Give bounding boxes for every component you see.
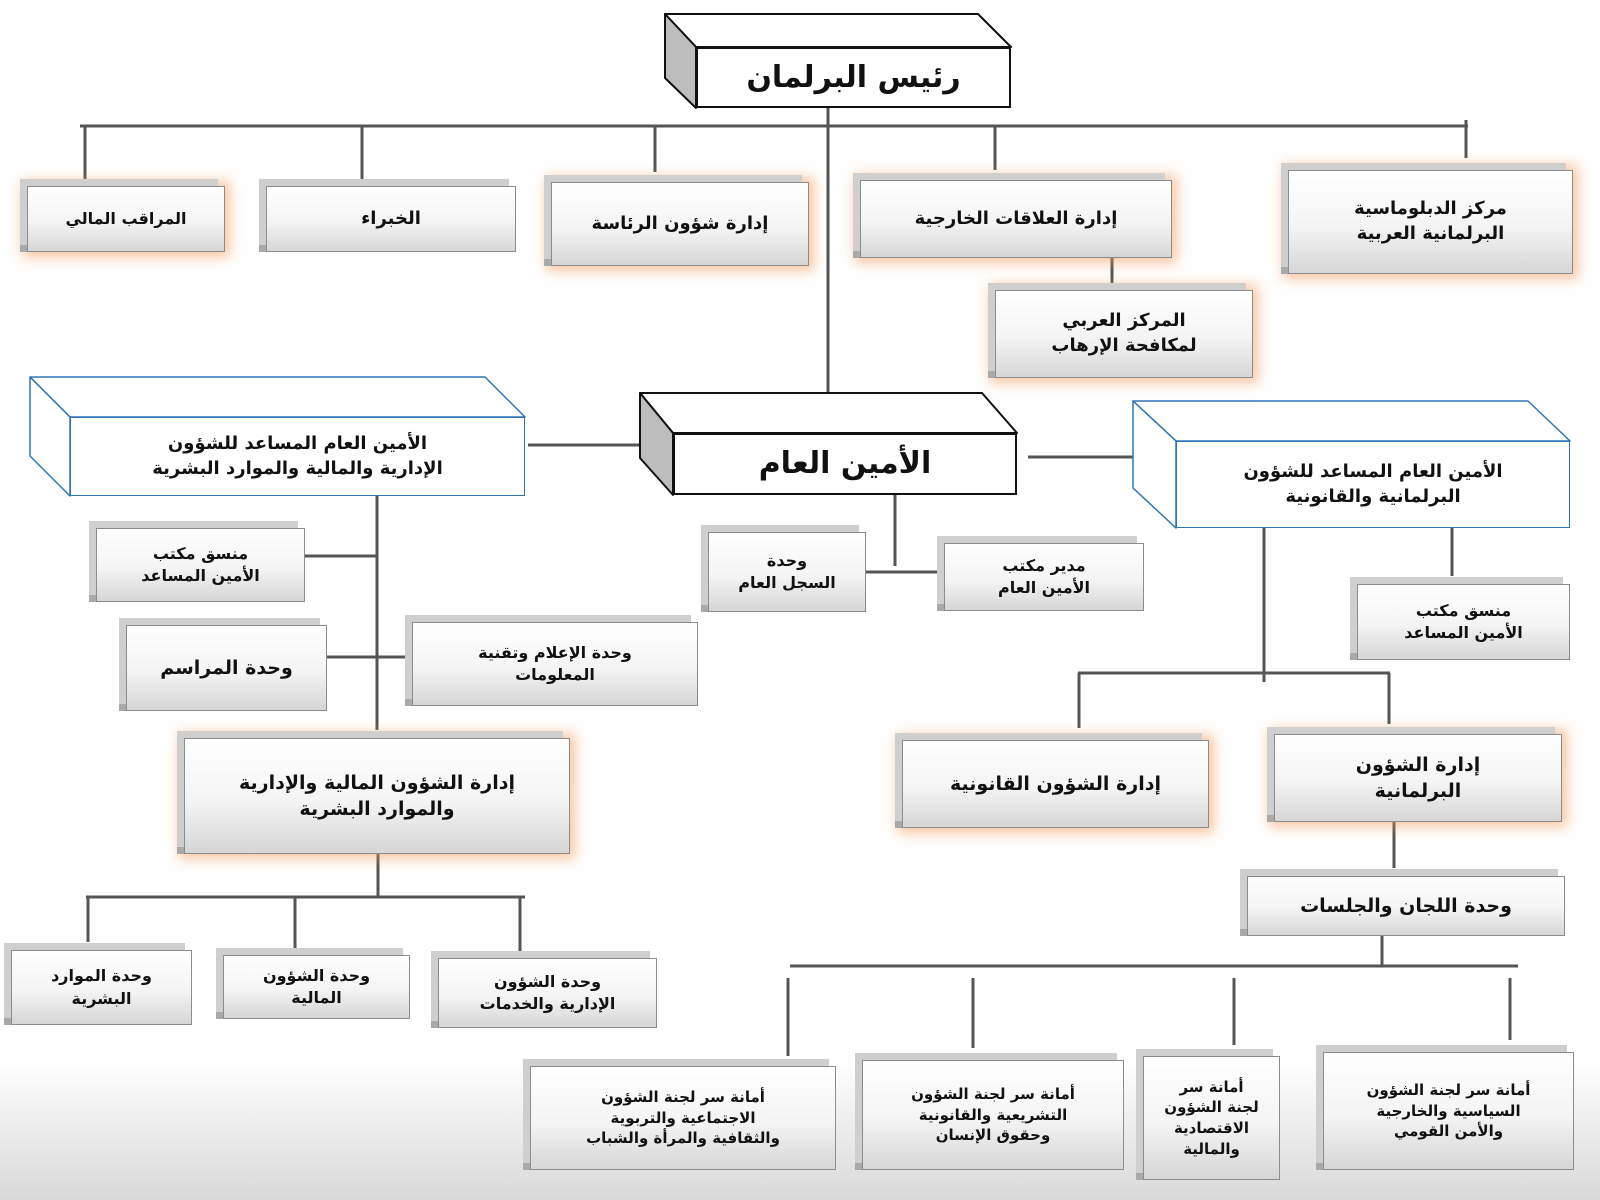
asg-parl-side-face: [1132, 400, 1177, 529]
asg-admin-box: الأمين العام المساعد للشؤون الإدارية وال…: [70, 417, 525, 496]
experts-box: الخبراء: [266, 186, 516, 252]
foreign-relations-box: إدارة العلاقات الخارجية: [860, 180, 1172, 258]
committees-sessions-unit-box: وحدة اللجان والجلسات: [1247, 876, 1565, 936]
sg-box-side-face: [639, 392, 674, 496]
parliamentary-affairs-dept-box: إدارة الشؤون البرلمانية: [1274, 734, 1562, 822]
speaker-box-top-face: [664, 13, 1012, 48]
protocol-unit-box: وحدة المراسم: [126, 625, 327, 711]
social-committee-secretariat-box: أمانة سر لجنة الشؤون الاجتماعية والتربوي…: [530, 1066, 836, 1170]
speaker-box-side-face: [664, 13, 697, 109]
legislative-committee-secretariat-box: أمانة سر لجنة الشؤون التشريعية والقانوني…: [862, 1060, 1124, 1170]
asg-parl-top-face: [1132, 400, 1571, 442]
sg-box-top-face: [639, 392, 1018, 434]
diplomacy-center-box: مركز الدبلوماسية البرلمانية العربية: [1288, 170, 1573, 274]
asg-office-coordinator-left-box: منسق مكتب الأمين المساعد: [96, 528, 305, 602]
asg-parliamentary-box: الأمين العام المساعد للشؤون البرلمانية و…: [1176, 441, 1570, 528]
secretary-general-box: الأمين العام: [673, 433, 1017, 495]
sg-office-director-box: مدير مكتب الأمين العام: [944, 543, 1144, 611]
presidency-affairs-box: إدارة شؤون الرئاسة: [551, 182, 809, 266]
counter-terrorism-center-box: المركز العربي لمكافحة الإرهاب: [995, 290, 1253, 378]
financial-controller-box: المراقب المالي: [27, 186, 225, 252]
general-registry-unit-box: وحدة السجل العام: [708, 532, 866, 612]
political-committee-secretariat-box: أمانة سر لجنة الشؤون السياسية والخارجية …: [1323, 1052, 1574, 1170]
asg-admin-side-face: [29, 376, 71, 497]
hr-unit-box: وحدة الموارد البشرية: [11, 950, 192, 1025]
finance-admin-hr-dept-box: إدارة الشؤون المالية والإدارية والموارد …: [184, 738, 570, 854]
asg-office-coordinator-right-box: منسق مكتب الأمين المساعد: [1357, 584, 1570, 660]
financial-affairs-unit-box: وحدة الشؤون المالية: [223, 955, 410, 1019]
asg-admin-top-face: [29, 376, 526, 418]
media-it-unit-box: وحدة الإعلام وتقنية المعلومات: [412, 622, 698, 706]
economic-committee-secretariat-box: أمانة سر لجنة الشؤون الاقتصادية والمالية: [1143, 1056, 1280, 1180]
parliament-speaker-box: رئيس البرلمان: [696, 47, 1011, 108]
legal-affairs-dept-box: إدارة الشؤون القانونية: [902, 740, 1209, 828]
admin-services-unit-box: وحدة الشؤون الإدارية والخدمات: [438, 958, 657, 1028]
